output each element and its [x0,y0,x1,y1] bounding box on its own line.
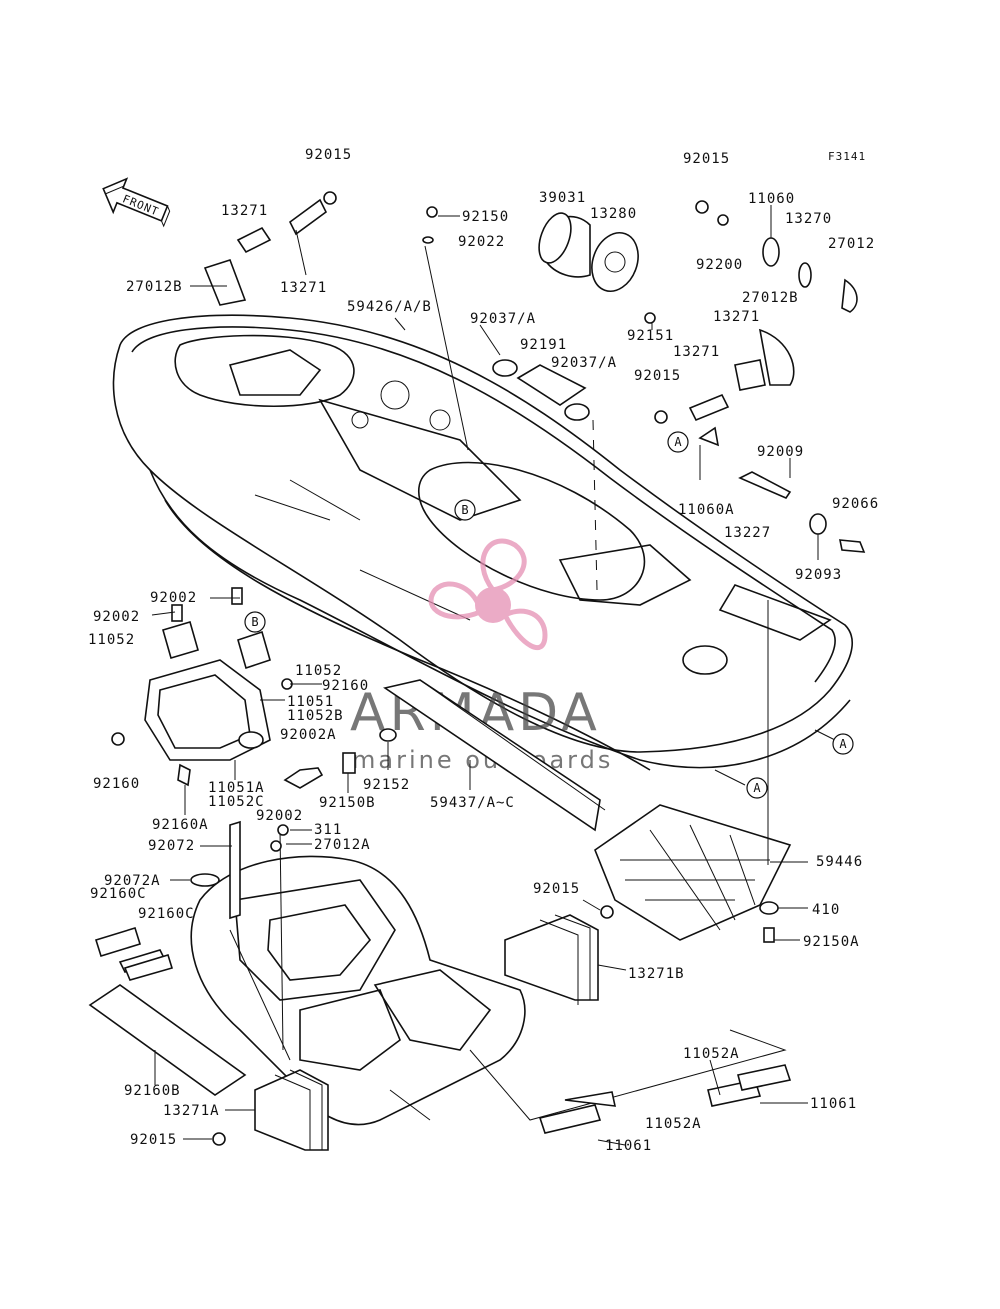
part-label: 92151 [627,328,674,344]
propeller-logo-icon [428,538,548,650]
callout-b-2: B [244,611,266,633]
part-label: 92160 [322,678,369,694]
part-label: 13271 [713,309,760,325]
part-label: 13270 [785,211,832,227]
grille-plate [594,804,792,943]
part-label: 92191 [520,337,567,353]
leader-lines [151,205,836,1146]
part-label: 92150 [462,209,509,225]
part-label: 92066 [832,496,879,512]
part-label: 13227 [724,525,771,541]
svg-text:A: A [674,435,682,449]
part-label: 27012 [828,236,875,252]
part-label: 92002 [256,808,303,824]
part-label: 27012A [314,837,371,853]
part-label: 92015 [533,881,580,897]
part-label: 92072 [148,838,195,854]
rail-strip [383,679,606,832]
part-label: 27012B [126,279,183,295]
part-label: 11060 [748,191,795,207]
part-label: 92002A [280,727,337,743]
callout-a-3: A [746,777,768,799]
part-label: 92009 [757,444,804,460]
part-label: 92160A [152,817,209,833]
svg-text:A: A [753,781,761,795]
part-label: 11052A [683,1046,740,1062]
part-label: 92200 [696,257,743,273]
callout-a-1: A [667,431,689,453]
part-label: 92015 [683,151,730,167]
part-label: 11052A [645,1116,702,1132]
svg-text:B: B [461,503,468,517]
front-arrow-icon: FRONT [102,177,171,228]
part-label: 92037/A [551,355,617,371]
part-label: 59437/A~C [430,795,515,811]
part-label: 92160C [138,906,195,922]
part-label: 11052 [295,663,342,679]
part-label: 92160 [93,776,140,792]
part-label: 13271 [673,344,720,360]
part-label: 13271 [221,203,268,219]
part-label: 11061 [605,1138,652,1154]
part-label: 92002 [150,590,197,606]
part-label: 39031 [539,190,586,206]
part-label: 92160C [90,886,147,902]
part-label: 92037/A [470,311,536,327]
part-label: 11052C [208,794,265,810]
figure-code: F3141 [828,150,866,163]
part-label: 92072A [104,873,161,889]
svg-text:A: A [839,737,847,751]
part-label: 11060A [678,502,735,518]
part-label: 13271B [628,966,685,982]
part-label: 311 [314,822,342,838]
part-labels: 92015 92015 13271 13271 27012B 92150 920… [88,147,879,1154]
part-label: 13280 [590,206,637,222]
part-label: 410 [812,902,840,918]
part-label: 27012B [742,290,799,306]
upper-left-parts [190,191,337,306]
part-label: 11051 [287,694,334,710]
intake-plates [212,905,614,1151]
part-label: 92152 [363,777,410,793]
part-label: 92150B [319,795,376,811]
upper-center-parts [422,206,656,591]
callout-a-2: A [832,733,854,755]
part-label: 92002 [93,609,140,625]
pins [469,1029,792,1134]
part-label: 92015 [634,368,681,384]
part-label: 92015 [305,147,352,163]
part-label: 59426/A/B [347,299,432,315]
part-label: 13271A [163,1103,220,1119]
part-label: 92160B [124,1083,181,1099]
callout-b-1: B [454,499,476,521]
part-label: 11051A [208,780,265,796]
part-label: 92150A [803,934,860,950]
part-label: 11052 [88,632,135,648]
svg-text:B: B [251,615,258,629]
part-label: 92093 [795,567,842,583]
deck-hull [112,314,854,771]
part-label: 13271 [280,280,327,296]
part-label: 11061 [810,1096,857,1112]
part-label: 92022 [458,234,505,250]
part-label: 92015 [130,1132,177,1148]
part-label: 11052B [287,708,344,724]
upper-right-parts [654,200,866,553]
bracket-assembly [111,587,397,789]
part-label: 59446 [816,854,863,870]
hull-bottom [88,820,526,1126]
